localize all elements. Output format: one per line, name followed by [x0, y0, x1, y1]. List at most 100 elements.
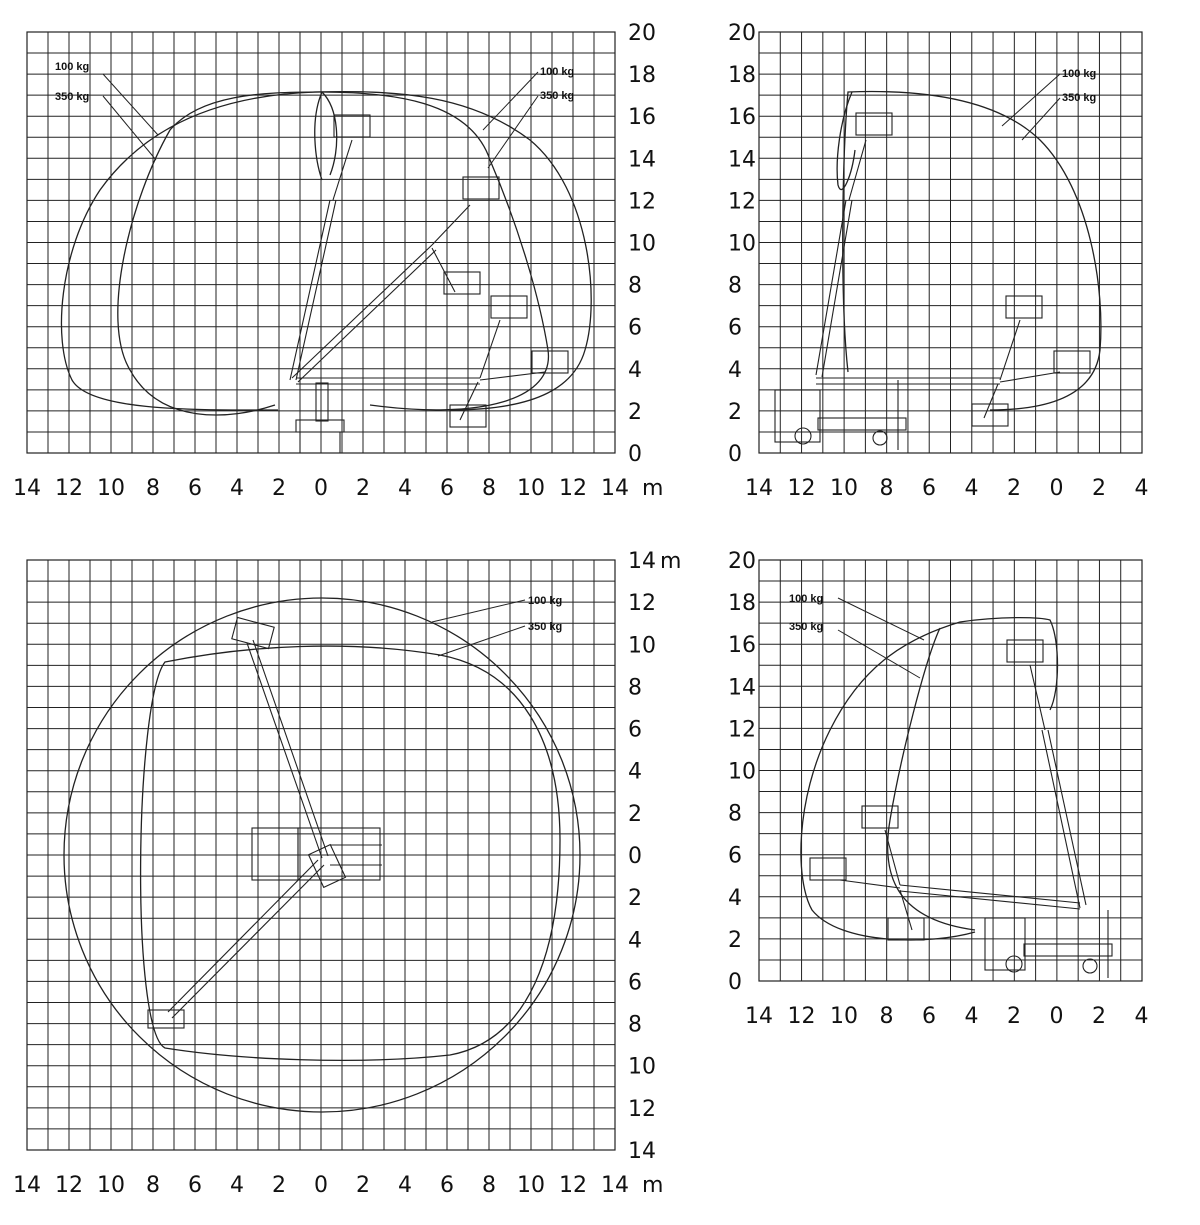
diagram-1-x-unit: m — [642, 476, 663, 501]
x-tick-label: 6 — [440, 476, 454, 501]
x-tick-label: 4 — [398, 1173, 412, 1198]
diagram-3-x-unit: m — [642, 1173, 663, 1198]
diagram-1-frame — [26, 31, 616, 454]
y-tick-label: 8 — [728, 274, 742, 299]
diagram-1-basket-far-right — [531, 350, 569, 374]
diagram-4-machine — [809, 639, 1113, 978]
diagram-1-basket-top — [333, 114, 371, 138]
x-tick-label: 14 — [745, 476, 773, 501]
y-tick-label: 4 — [728, 886, 742, 911]
x-tick-label: 8 — [880, 476, 894, 501]
y-tick-label: 8 — [628, 274, 642, 299]
diagram-4-load-label-100: 100 kg — [789, 593, 823, 605]
y-tick-label: 6 — [728, 316, 742, 341]
y-tick-label: 2 — [628, 400, 642, 425]
diagram-4-basket-top — [1006, 639, 1044, 663]
y-tick-label: 16 — [728, 105, 756, 130]
y-tick-label: 4 — [728, 358, 742, 383]
y-tick-label: 4 — [628, 928, 642, 953]
y-tick-label: 12 — [728, 189, 756, 214]
x-tick-label: 0 — [1050, 1004, 1064, 1029]
y-tick-label: 16 — [628, 105, 656, 130]
x-tick-label: 14 — [601, 476, 629, 501]
y-tick-label: 10 — [628, 232, 656, 257]
x-tick-label: 4 — [230, 1173, 244, 1198]
x-tick-label: 12 — [559, 1173, 587, 1198]
x-tick-label: 10 — [830, 1004, 858, 1029]
y-tick-label: 0 — [628, 844, 642, 869]
diagram-1-turret — [315, 382, 329, 422]
y-tick-label: 0 — [728, 442, 742, 467]
diagram-2-load-leaders — [1001, 73, 1061, 141]
y-tick-label: 2 — [628, 802, 642, 827]
x-tick-label: 4 — [230, 476, 244, 501]
y-tick-label: 2 — [728, 928, 742, 953]
y-tick-label: 12 — [628, 189, 656, 214]
y-tick-label: 6 — [628, 316, 642, 341]
y-tick-label: 2 — [628, 886, 642, 911]
diagram-2-basket-low — [971, 403, 1009, 427]
diagram-1-boom-diagonal — [291, 244, 433, 379]
diagram-2-truck-bed — [817, 417, 907, 431]
x-tick-label: 10 — [97, 1173, 125, 1198]
x-tick-label: 6 — [188, 1173, 202, 1198]
y-tick-label: 0 — [628, 442, 642, 467]
y-tick-label: 18 — [728, 591, 756, 616]
diagram-2-load-label-100: 100 kg — [1062, 68, 1096, 80]
y-tick-label: 20 — [728, 549, 756, 574]
diagram-2-frame — [758, 31, 1143, 454]
diagram-3-frame — [26, 559, 616, 1151]
diagram-1-machine — [289, 114, 569, 453]
diagram-4-basket-low — [887, 917, 925, 941]
y-tick-label: 18 — [628, 63, 656, 88]
diagram-4-truck-bed — [1023, 943, 1113, 957]
y-tick-label: 14 — [628, 147, 656, 172]
diagram-4-basket-upper-left — [861, 805, 899, 829]
y-tick-label: 12 — [628, 1097, 656, 1122]
diagram-4-boom-horizontal — [899, 884, 1081, 904]
x-tick-label: 4 — [1135, 476, 1149, 501]
diagram-1-load-label-right-350: 350 kg — [540, 90, 574, 102]
diagram-1-envelope-inner — [314, 91, 338, 181]
x-tick-label: 8 — [482, 476, 496, 501]
diagram-2-boom-vertical — [815, 199, 847, 376]
diagram-2-basket-top — [855, 112, 893, 136]
x-tick-label: 14 — [13, 1173, 41, 1198]
y-tick-label: 10 — [728, 232, 756, 257]
diagram-3-grid — [27, 560, 615, 1150]
diagram-3-load-label-100: 100 kg — [528, 595, 562, 607]
diagram-4-truck-cab — [984, 917, 1026, 971]
diagram-1-boom-vertical — [289, 199, 331, 381]
diagram-1-basket-low — [449, 404, 487, 428]
x-tick-label: 2 — [1007, 1004, 1021, 1029]
y-tick-label: 6 — [628, 970, 642, 995]
diagram-3-load-label-350: 350 kg — [528, 621, 562, 633]
diagram-2-envelope-350kg — [836, 91, 856, 191]
diagram-3-y-unit: m — [660, 549, 681, 574]
diagram-1-load-label-right-100: 100 kg — [540, 66, 574, 78]
diagram-1-envelope-100kg — [60, 90, 592, 411]
y-tick-label: 18 — [728, 63, 756, 88]
diagram-1-base — [295, 419, 345, 433]
x-tick-label: 10 — [97, 476, 125, 501]
x-tick-label: 8 — [146, 476, 160, 501]
diagram-4-wheel-front — [1005, 955, 1023, 973]
diagram-3-boom-lower — [167, 859, 319, 1013]
x-tick-label: 4 — [965, 1004, 979, 1029]
diagram-3-boom-upper — [246, 642, 323, 859]
y-tick-label: 14 — [728, 147, 756, 172]
y-tick-label: 10 — [728, 760, 756, 785]
diagram-1-basket-mid — [443, 271, 481, 295]
diagram-2-wheel-rear — [872, 430, 888, 446]
x-tick-label: 4 — [1135, 1004, 1149, 1029]
x-tick-label: 8 — [880, 1004, 894, 1029]
x-tick-label: 12 — [788, 476, 816, 501]
y-tick-label: 10 — [628, 1055, 656, 1080]
x-tick-label: 8 — [146, 1173, 160, 1198]
y-tick-label: 4 — [628, 358, 642, 383]
diagram-1-load-leaders — [102, 71, 539, 169]
x-tick-label: 6 — [922, 1004, 936, 1029]
y-tick-label: 8 — [628, 1013, 642, 1038]
